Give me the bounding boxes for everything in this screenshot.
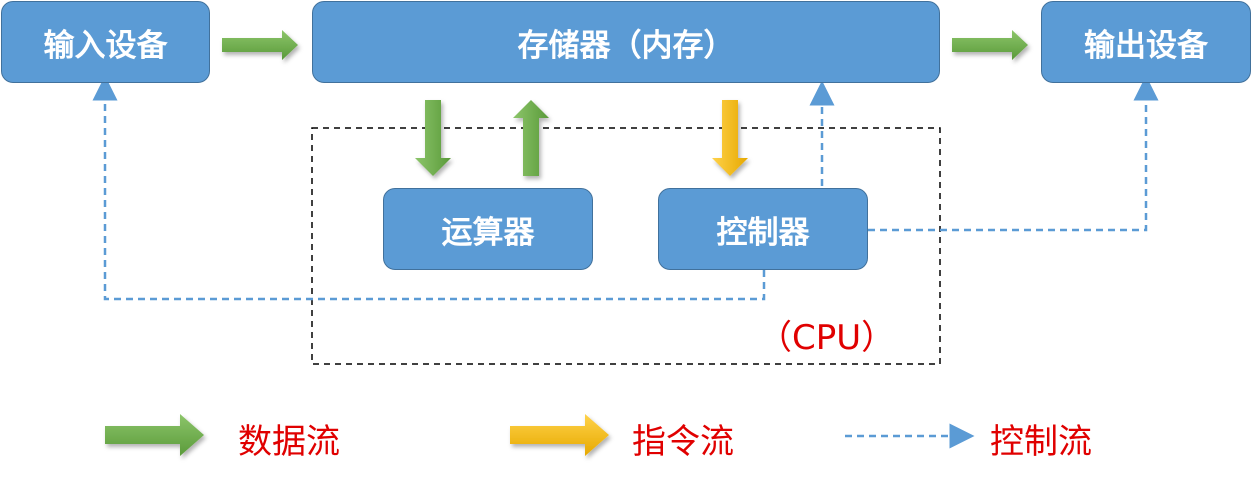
output-device-box: 输出设备 — [1041, 1, 1251, 83]
input-device-box: 输入设备 — [1, 1, 210, 83]
data-arrow-input-to-memory — [222, 30, 298, 60]
cpu-boundary — [311, 127, 941, 365]
input-device-label: 输入设备 — [43, 27, 168, 64]
legend-data-flow-arrow — [105, 414, 204, 456]
memory-label: 存储器（内存） — [517, 27, 735, 64]
legend-control-flow-label: 控制流 — [990, 422, 1092, 462]
controller-label: 控制器 — [716, 214, 810, 251]
legend-instruction-flow-label: 指令流 — [632, 422, 734, 462]
control-line-controller-to-input — [92, 75, 766, 301]
alu-box: 运算器 — [383, 188, 593, 270]
legend-instruction-flow-arrow — [510, 414, 609, 456]
output-device-label: 输出设备 — [1084, 27, 1208, 64]
data-arrow-memory-to-output — [952, 30, 1028, 60]
legend-data-flow-label: 数据流 — [238, 422, 340, 462]
instruction-arrow-memory-to-controller — [712, 100, 748, 176]
cpu-label: （CPU） — [758, 318, 896, 358]
alu-label: 运算器 — [441, 214, 535, 251]
controller-box: 控制器 — [658, 188, 868, 270]
control-line-controller-to-output — [868, 75, 1159, 232]
data-arrow-memory-to-alu — [415, 100, 451, 176]
memory-box: 存储器（内存） — [312, 1, 940, 83]
data-arrow-alu-to-memory — [513, 100, 549, 176]
